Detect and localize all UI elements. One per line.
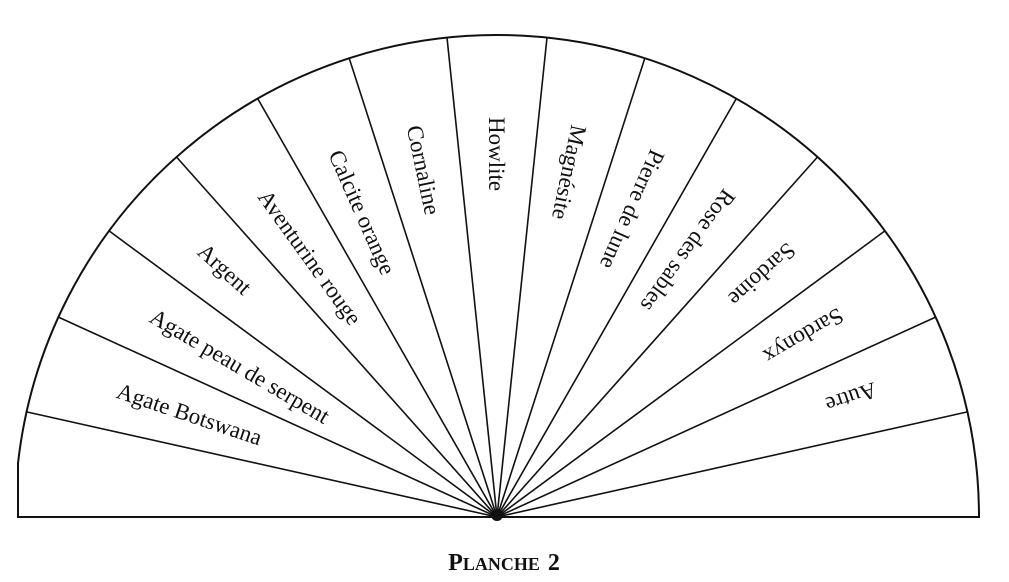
sector-label: Autre: [822, 377, 880, 417]
sector-label: Cornaline: [402, 123, 445, 217]
sector-divider: [496, 98, 737, 518]
caption-first-letter: P: [448, 550, 463, 576]
sector-label: Magnésite: [547, 123, 591, 222]
sector-divider: [496, 37, 548, 518]
caption-number: 2: [548, 550, 560, 576]
sector-dividers: [26, 37, 968, 518]
sector-divider: [108, 230, 498, 518]
sector-divider: [496, 57, 646, 518]
sector-label: Howlite: [484, 117, 509, 191]
sector-divider: [175, 156, 498, 518]
sector-label: Pierre de lune: [595, 146, 669, 273]
sector-divider: [257, 98, 498, 518]
chart-caption: PLANCHE 2: [448, 550, 560, 576]
sector-divider: [496, 156, 819, 518]
fan-outline: [17, 34, 981, 518]
sector-divider: [26, 411, 498, 518]
chart-frame: [17, 34, 981, 518]
center-hub: [491, 509, 503, 521]
sector-divider: [58, 316, 498, 518]
sector-label: Sardonyx: [759, 303, 848, 369]
sector-label: Argent: [193, 239, 257, 301]
sector-divider: [446, 37, 498, 518]
sector-divider: [496, 230, 886, 518]
sector-label: Agate Botswana: [114, 378, 265, 450]
sector-divider: [496, 411, 968, 518]
sector-label: Rose des sables: [636, 185, 741, 317]
sector-divider: [348, 57, 498, 518]
sector-label: Calcite orange: [324, 146, 401, 278]
caption-rest: LANCHE: [463, 554, 540, 574]
sector-divider: [496, 316, 936, 518]
